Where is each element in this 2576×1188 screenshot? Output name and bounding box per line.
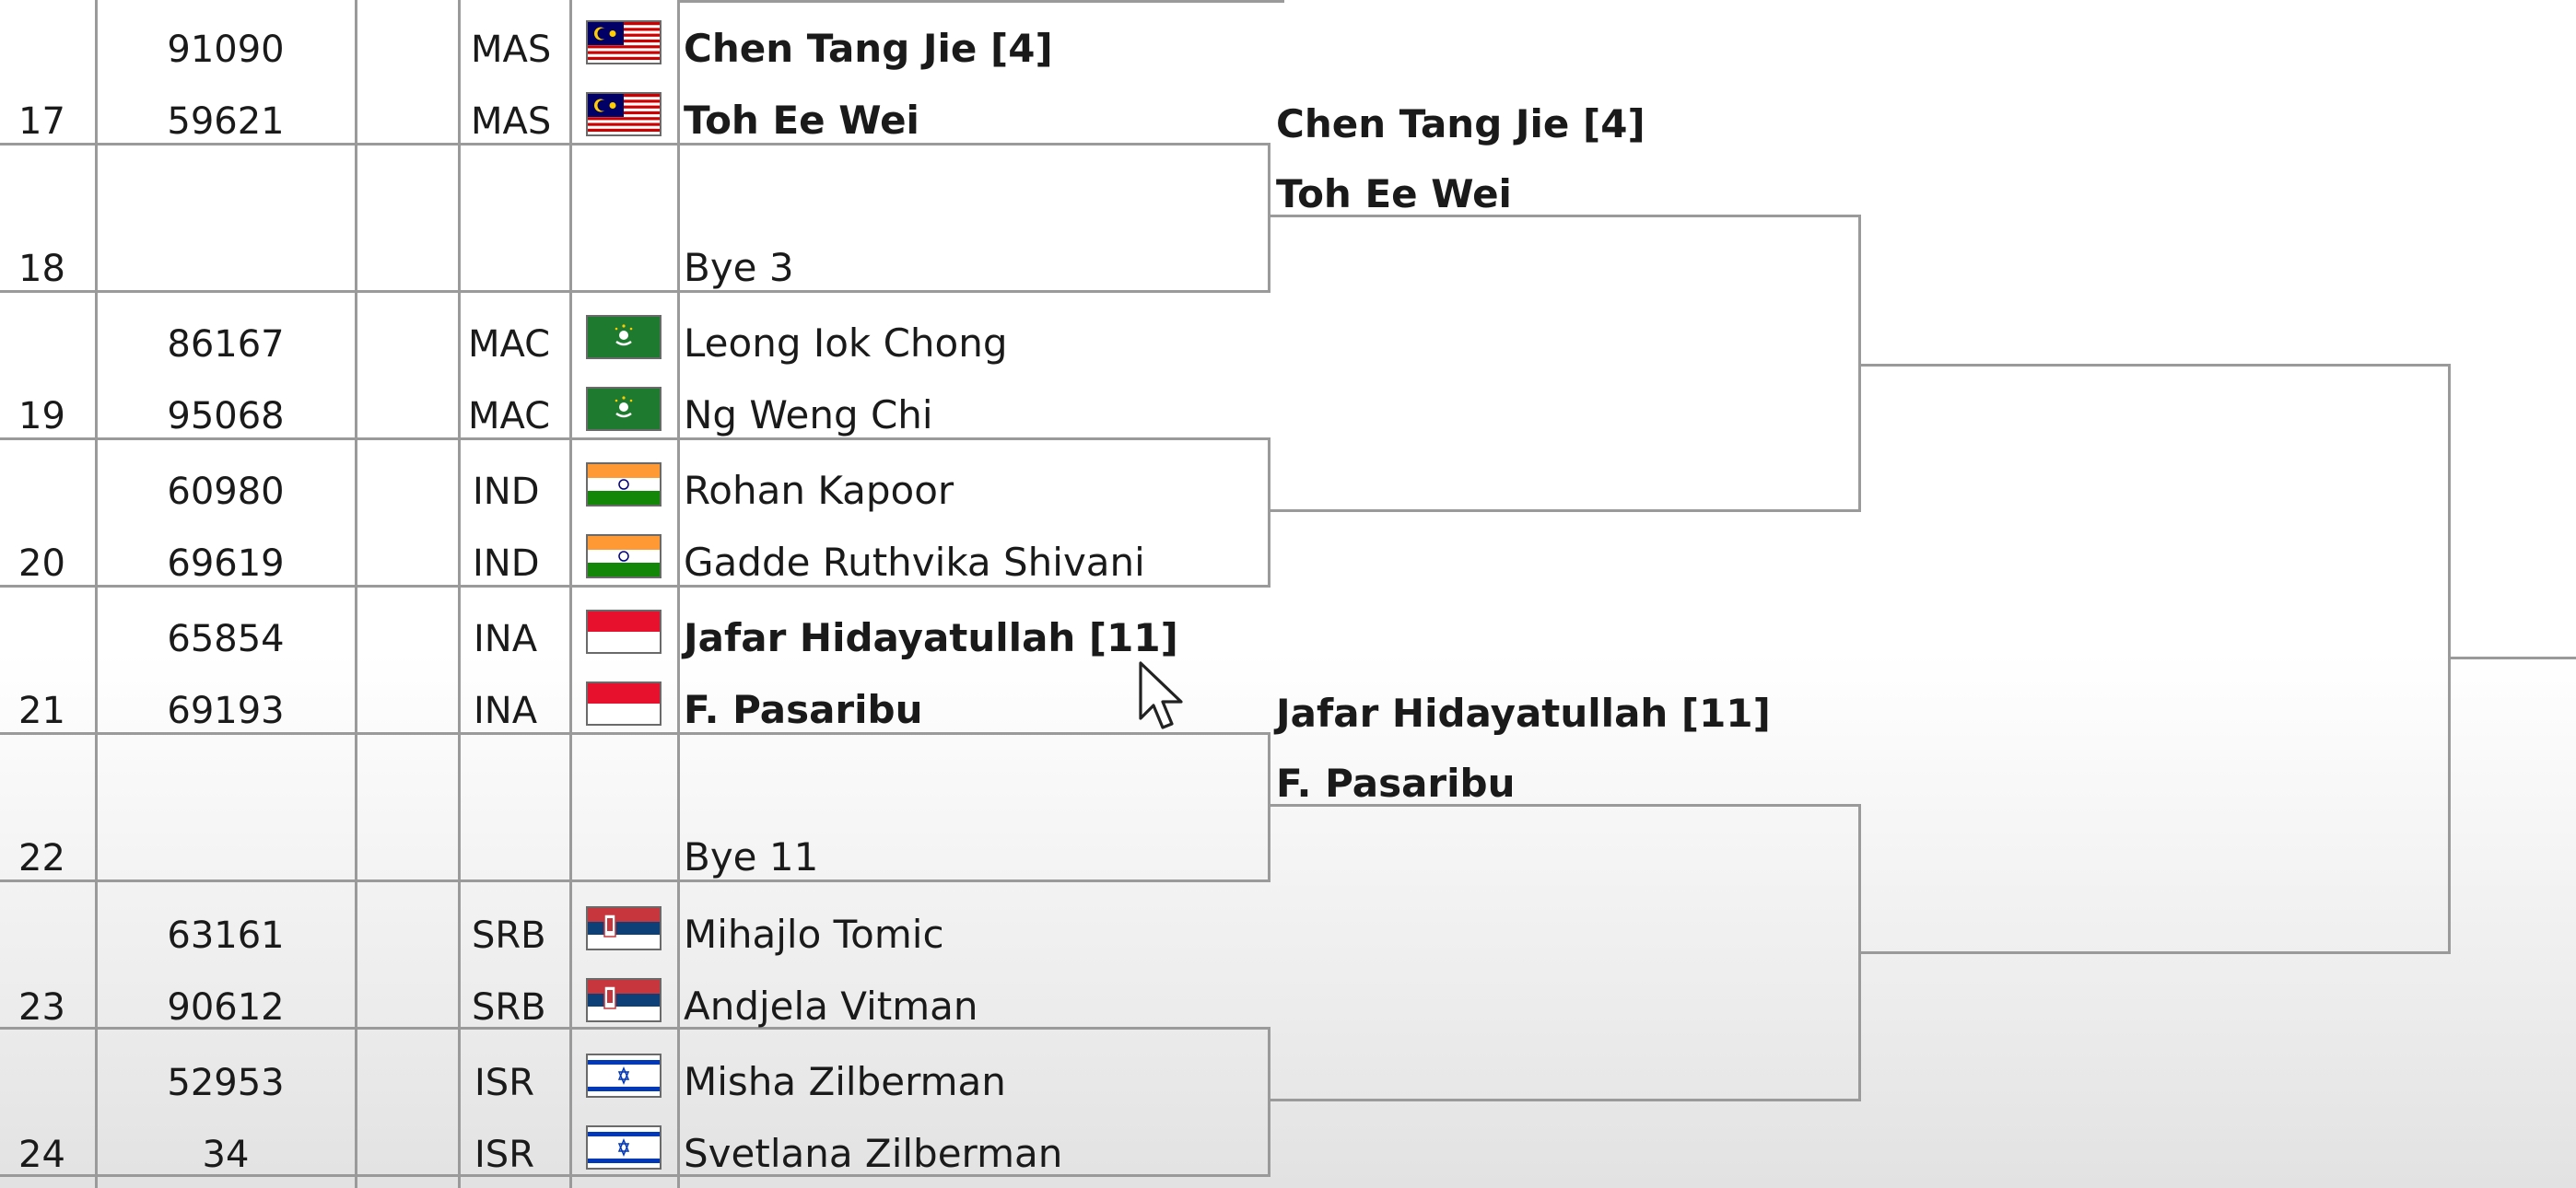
israel-flag-icon [586, 1054, 662, 1098]
player-id: 34 [202, 1134, 250, 1176]
indonesia-flag-icon [586, 610, 662, 654]
row-divider [678, 0, 1284, 3]
country-code: ISR [474, 1062, 534, 1104]
row-divider [0, 1174, 1270, 1177]
indonesia-flag-icon [586, 681, 662, 726]
country-code: IND [473, 542, 540, 585]
bracket-line [2451, 657, 2576, 659]
serbia-flag-icon [586, 978, 662, 1022]
round2-player[interactable]: Toh Ee Wei [1276, 171, 1512, 216]
player-name[interactable]: Misha Zilberman [684, 1059, 1006, 1104]
country-code: MAS [471, 100, 552, 143]
bracket-line [1270, 215, 1861, 217]
country-code: INA [474, 618, 538, 660]
player-name[interactable]: Gadde Ruthvika Shivani [684, 540, 1145, 585]
position-number: 20 [18, 542, 65, 585]
bracket-line [1270, 509, 1861, 512]
serbia-flag-icon [586, 906, 662, 950]
player-id: 63161 [167, 914, 285, 957]
grid-divider [458, 0, 461, 1188]
country-code: MAS [471, 29, 552, 71]
player-id: 65854 [167, 618, 285, 660]
position-number: 22 [18, 837, 65, 879]
india-flag-icon [586, 462, 662, 507]
country-code: INA [474, 690, 538, 732]
round2-player[interactable]: Chen Tang Jie [4] [1276, 101, 1645, 146]
country-code: IND [473, 471, 540, 513]
macau-flag-icon [586, 315, 662, 359]
india-flag-icon [586, 534, 662, 578]
country-code: MAC [468, 323, 551, 366]
player-name[interactable]: Chen Tang Jie [4] [684, 26, 1053, 71]
bracket-line [1268, 732, 1270, 882]
position-number: 23 [18, 986, 65, 1029]
player-name[interactable]: F. Pasaribu [684, 687, 923, 732]
player-id: 90612 [167, 986, 285, 1029]
row-divider [0, 1027, 1270, 1030]
row-divider [0, 732, 1270, 735]
bracket-line [1270, 1099, 1861, 1101]
player-id: 95068 [167, 395, 285, 437]
grid-divider [355, 0, 357, 1188]
position-number: 17 [18, 100, 65, 143]
grid-divider [569, 0, 572, 1188]
bracket-line [2448, 364, 2451, 954]
bracket-line [1268, 143, 1270, 293]
bracket-line [1268, 437, 1270, 588]
player-name[interactable]: Bye 3 [684, 245, 794, 290]
bracket-line [1861, 951, 2451, 954]
grid-divider [677, 0, 680, 1188]
row-divider [0, 143, 1270, 146]
grid-divider [95, 0, 98, 1188]
bracket-line [1858, 215, 1861, 512]
row-divider [0, 879, 1270, 882]
player-id: 86167 [167, 323, 285, 366]
round2-player[interactable]: Jafar Hidayatullah [11] [1276, 691, 1771, 736]
malaysia-flag-icon [586, 20, 662, 64]
player-name[interactable]: Andjela Vitman [684, 984, 978, 1029]
row-divider [0, 437, 1270, 440]
row-divider [0, 585, 1270, 588]
player-id: 52953 [167, 1062, 285, 1104]
position-number: 19 [18, 395, 65, 437]
country-code: SRB [472, 914, 546, 957]
country-code: ISR [474, 1134, 534, 1176]
player-name[interactable]: Bye 11 [684, 834, 819, 879]
player-id: 60980 [167, 471, 285, 513]
player-name[interactable]: Svetlana Zilberman [684, 1131, 1063, 1176]
bracket-line [1861, 364, 2451, 367]
position-number: 24 [18, 1134, 65, 1176]
player-name[interactable]: Rohan Kapoor [684, 468, 954, 513]
israel-flag-icon [586, 1125, 662, 1170]
country-code: MAC [468, 395, 551, 437]
malaysia-flag-icon [586, 92, 662, 136]
player-id: 69193 [167, 690, 285, 732]
player-name[interactable]: Jafar Hidayatullah [11] [684, 615, 1178, 660]
mouse-cursor-icon [1139, 661, 1183, 729]
round2-player[interactable]: F. Pasaribu [1276, 761, 1516, 806]
player-name[interactable]: Toh Ee Wei [684, 98, 919, 143]
macau-flag-icon [586, 387, 662, 431]
row-divider [0, 290, 1270, 293]
player-name[interactable]: Ng Weng Chi [684, 392, 933, 437]
bracket-line [1858, 804, 1861, 1101]
position-number: 21 [18, 690, 65, 732]
player-name[interactable]: Leong Iok Chong [684, 320, 1008, 366]
country-code: SRB [472, 986, 546, 1029]
bracket-line [1270, 804, 1861, 807]
player-id: 69619 [167, 542, 285, 585]
player-id: 59621 [167, 100, 285, 143]
bracket-line [1268, 1027, 1270, 1177]
position-number: 18 [18, 248, 65, 290]
player-id: 91090 [167, 29, 285, 71]
player-name[interactable]: Mihajlo Tomic [684, 912, 944, 957]
